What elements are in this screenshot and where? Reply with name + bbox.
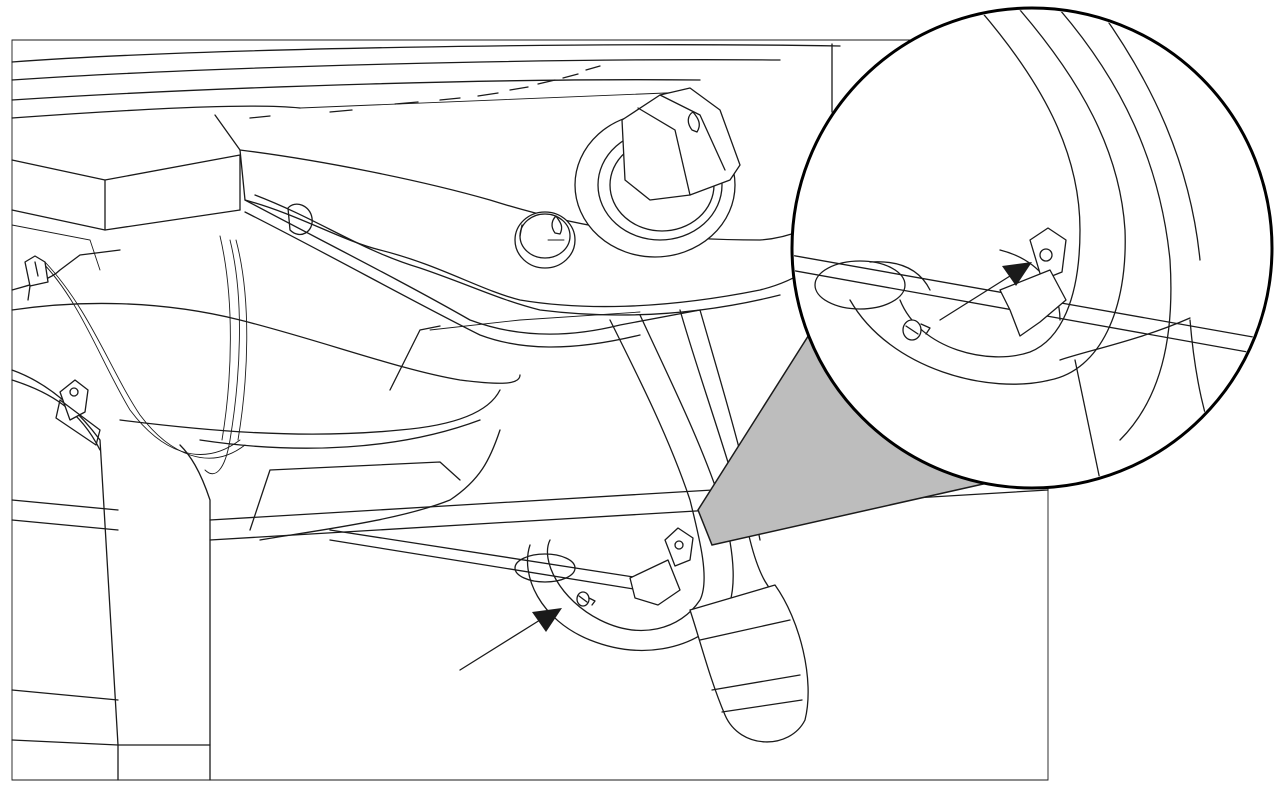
drawing-frame — [11, 39, 1049, 781]
wire-connector — [24, 255, 49, 301]
arrow-icon — [459, 608, 562, 671]
screw-icon — [576, 591, 596, 607]
flame-icon — [687, 111, 700, 133]
grill-lid — [11, 43, 841, 119]
regulator-cylinder — [689, 584, 809, 743]
detail-magnifier — [790, 6, 1274, 490]
igniter-button — [514, 211, 576, 269]
lid-vent-slots — [249, 65, 601, 119]
flame-icon — [547, 215, 565, 241]
arrow-icon — [939, 262, 1032, 321]
hose-clip — [629, 527, 694, 606]
control-knob — [574, 87, 741, 258]
gas-hose — [329, 529, 641, 591]
firebox-bowl — [11, 302, 521, 541]
hose-clip-left — [55, 379, 101, 446]
screw-icon — [902, 319, 931, 341]
wire-harness — [39, 235, 248, 475]
